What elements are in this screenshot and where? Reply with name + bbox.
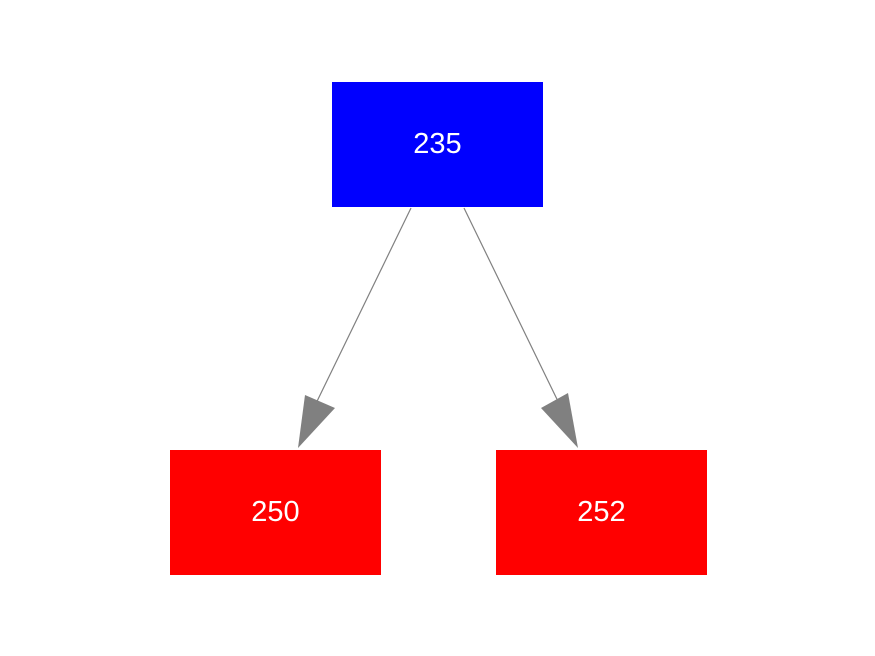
node-label: 235	[413, 128, 462, 160]
edge-235-to-250[interactable]	[298, 207, 412, 448]
edge-235-to-252[interactable]	[463, 207, 578, 448]
graph-node-252[interactable]: 252	[496, 450, 707, 575]
graph-node-250[interactable]: 250	[170, 450, 381, 575]
node-label: 252	[577, 496, 626, 528]
arrowhead-icon	[541, 393, 578, 448]
graph-node-235[interactable]: 235	[332, 82, 543, 207]
arrowhead-icon	[298, 395, 335, 448]
node-label: 250	[251, 496, 300, 528]
edge-line	[463, 207, 571, 427]
edge-line	[304, 207, 412, 427]
